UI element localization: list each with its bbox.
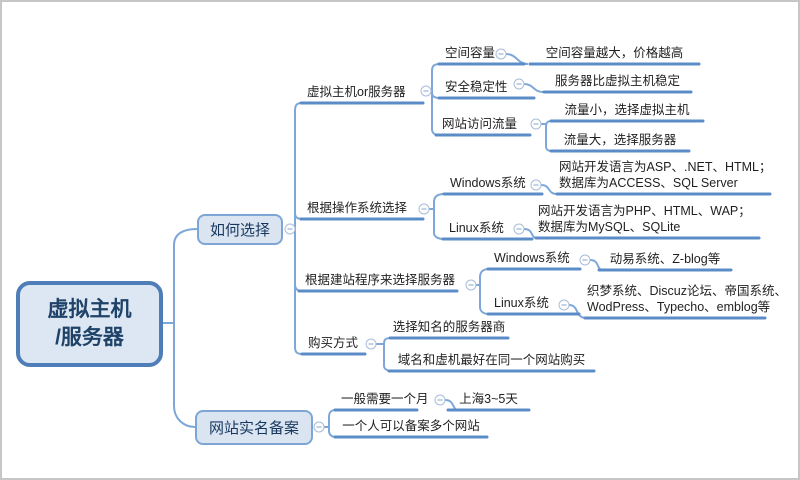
collapse-icons [284, 48, 591, 433]
node-duration[interactable]: 一般需要一个月 [341, 392, 429, 406]
node-os-linux[interactable]: Linux系统 [449, 221, 504, 235]
how-bracket [294, 102, 303, 355]
root-node[interactable]: 虚拟主机 /服务器 [16, 281, 163, 367]
collapse-icon[interactable] [284, 223, 296, 235]
note-line1: 织梦系统、Discuz论坛、帝国系统、 [587, 284, 788, 298]
node-label: 网站实名备案 [208, 420, 299, 437]
collapse-icon[interactable] [495, 48, 507, 60]
note-program-linux[interactable]: 织梦系统、Discuz论坛、帝国系统、 WodPress、Typecho、emb… [587, 283, 788, 315]
capacity-link [505, 53, 529, 65]
root-title-line1: 虚拟主机 [47, 298, 132, 321]
node-how-to-choose[interactable]: 如何选择 [197, 214, 283, 245]
node-traffic[interactable]: 网站访问流量 [442, 117, 518, 131]
os-bracket [433, 193, 445, 240]
collapse-icon[interactable] [579, 254, 591, 266]
program-bracket [479, 268, 490, 315]
note-purchase-tip1[interactable]: 选择知名的服务器商 [392, 320, 506, 334]
collapse-icon[interactable] [420, 85, 432, 97]
node-by-os[interactable]: 根据操作系统选择 [307, 201, 408, 215]
root-bracket [173, 228, 198, 428]
node-os-windows[interactable]: Windows系统 [450, 176, 526, 190]
collapse-icon[interactable] [365, 338, 377, 350]
note-traffic-low[interactable]: 流量小，选择虚拟主机 [564, 103, 690, 117]
collapse-icon[interactable] [530, 179, 542, 191]
note-capacity[interactable]: 空间容量越大，价格越高 [545, 46, 684, 60]
registration-bracket [328, 409, 337, 438]
node-capacity[interactable]: 空间容量 [445, 46, 496, 60]
stability-link [523, 83, 544, 93]
note-line2: WodPress、Typecho、emblog等 [587, 300, 771, 314]
note-program-windows[interactable]: 动易系统、Z-blog等 [609, 252, 721, 266]
collapse-icon[interactable] [513, 78, 525, 90]
collapse-icon[interactable] [530, 118, 542, 130]
collapse-icon[interactable] [434, 394, 446, 406]
traffic-bracket [545, 120, 553, 152]
note-line1: 网站开发语言为PHP、HTML、WAP； [538, 204, 751, 218]
os-windows-link [540, 184, 558, 195]
note-line2: 数据库为MySQL、SQLite [538, 220, 681, 234]
collapse-icon[interactable] [418, 203, 430, 215]
collapse-icon[interactable] [558, 299, 570, 311]
node-label: 如何选择 [209, 222, 270, 239]
note-os-linux[interactable]: 网站开发语言为PHP、HTML、WAP； 数据库为MySQL、SQLite [538, 203, 759, 235]
node-by-program[interactable]: 根据建站程序来选择服务器 [305, 273, 456, 287]
note-purchase-tip2[interactable]: 域名和虚机最好在同一个网站购买 [397, 353, 586, 367]
collapse-icon[interactable] [313, 421, 325, 433]
note-line2: 数据库为ACCESS、SQL Server [559, 176, 738, 190]
collapse-icon[interactable] [513, 223, 525, 235]
purchase-bracket [383, 337, 393, 372]
node-stability[interactable]: 安全稳定性 [445, 80, 508, 94]
node-underlines [297, 62, 772, 439]
branch-connectors [163, 53, 604, 438]
note-traffic-high[interactable]: 流量大，选择服务器 [563, 133, 677, 147]
node-multi-site[interactable]: 一个人可以备案多个网站 [342, 419, 480, 433]
note-stability[interactable]: 服务器比虚拟主机稳定 [554, 74, 680, 88]
collapse-icon[interactable] [465, 279, 477, 291]
root-title-line2: /服务器 [55, 326, 124, 349]
node-vps-or-server[interactable]: 虚拟主机or服务器 [307, 85, 406, 99]
note-line1: 网站开发语言为ASP、.NET、HTML； [559, 160, 772, 174]
note-os-windows[interactable]: 网站开发语言为ASP、.NET、HTML； 数据库为ACCESS、SQL Ser… [559, 159, 772, 191]
node-registration[interactable]: 网站实名备案 [195, 410, 313, 445]
node-program-windows[interactable]: Windows系统 [494, 251, 570, 265]
note-duration[interactable]: 上海3~5天 [459, 392, 518, 406]
node-program-linux[interactable]: Linux系统 [494, 296, 549, 310]
node-purchase[interactable]: 购买方式 [308, 336, 359, 350]
